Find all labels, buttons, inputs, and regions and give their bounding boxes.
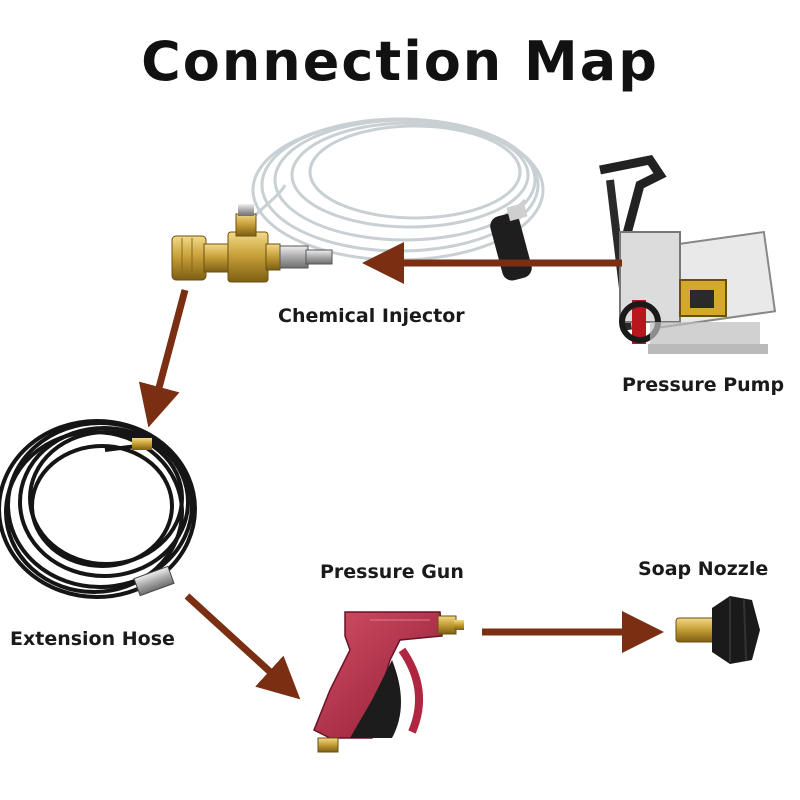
- siphon-filter-image: [490, 202, 532, 281]
- pressure-pump-image: [599, 154, 777, 354]
- pressure-pump-label: Pressure Pump: [622, 374, 785, 396]
- hose-fitting-image: [132, 438, 175, 597]
- chemical-injector-label: Chemical Injector: [278, 305, 465, 327]
- arrow-hose-to-gun: [184, 593, 301, 700]
- extension-hose-label: Extension Hose: [10, 628, 175, 650]
- page-title: Connection Map: [141, 30, 659, 93]
- pressure-gun-image: [313, 611, 464, 753]
- chemical-injector-image: [171, 204, 333, 283]
- extension-hose-image: [0, 419, 197, 599]
- soap-nozzle-label: Soap Nozzle: [638, 558, 769, 580]
- pressure-gun-label: Pressure Gun: [320, 561, 464, 583]
- soap-nozzle-image: [675, 596, 760, 664]
- arrow-injector-to-hose: [138, 289, 189, 428]
